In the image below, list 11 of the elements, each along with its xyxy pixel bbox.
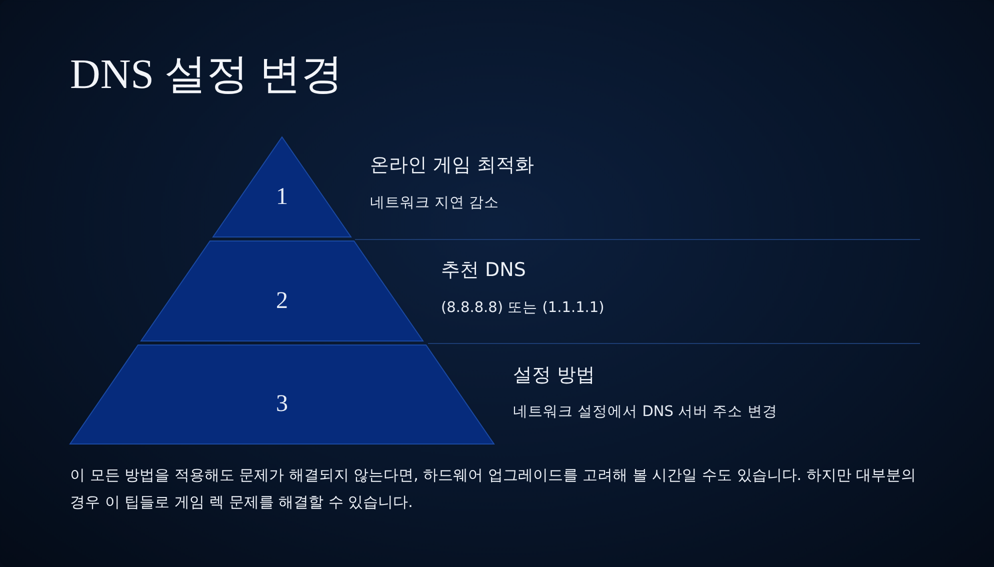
layer-number: 2 <box>275 288 289 315</box>
note-paragraph: 이 모든 방법을 적용해도 문제가 해결되지 않는다면, 하드웨어 업그레이드를 고려해 볼 시간일 수도 있습니다. 하지만 대부분의 경우 이 팁들로 게임 렉 문제를 해결할 수 있습니다. <box>70 465 918 513</box>
layer-heading: 온라인 게임 최적화 <box>370 153 534 178</box>
layer-number: 1 <box>275 184 289 211</box>
layer-heading: 설정 방법 <box>513 363 596 388</box>
layer-heading: 추천 DNS <box>441 258 526 283</box>
layer-description: 네트워크 지연 감소 <box>370 194 500 212</box>
layer-number: 3 <box>275 391 289 418</box>
title: DNS 설정 변경 <box>70 51 344 100</box>
layer-description: (8.8.8.8) 또는 (1.1.1.1) <box>441 299 604 317</box>
layer-description: 네트워크 설정에서 DNS 서버 주소 변경 <box>513 403 778 421</box>
